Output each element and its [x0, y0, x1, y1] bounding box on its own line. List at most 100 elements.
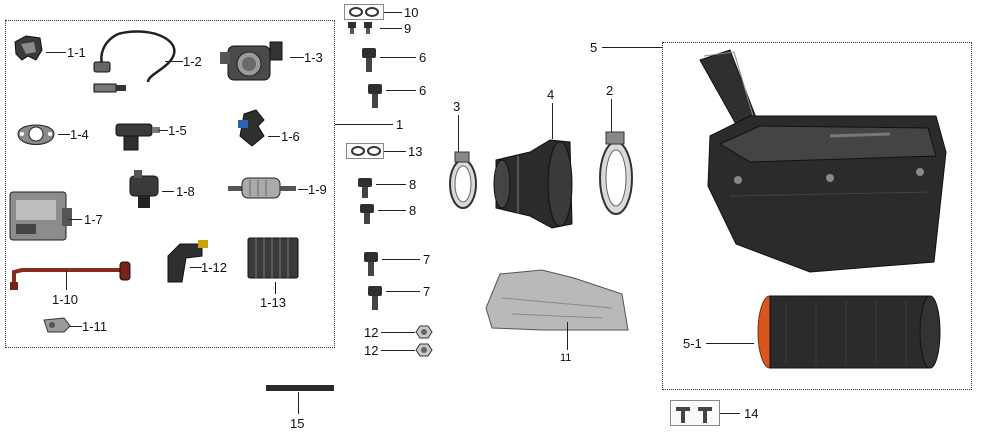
callout-15: 15 [290, 416, 305, 431]
callout-13: 13 [408, 144, 423, 159]
rectifier-icon [247, 237, 299, 279]
callout-14: 14 [744, 406, 759, 421]
leader-3 [458, 115, 460, 153]
leader-14 [720, 413, 740, 415]
throttle-body-icon [220, 41, 283, 81]
callout-1-10: 1-10 [52, 292, 79, 307]
clip-pair-box-14 [670, 400, 720, 426]
leader-15 [298, 392, 300, 414]
callout-1-4: 1-4 [70, 127, 89, 142]
callout-3: 3 [453, 99, 461, 114]
leader-1-3 [290, 57, 304, 59]
callout-1-2: 1-2 [183, 54, 202, 69]
elbow-fitting-icon [167, 240, 208, 283]
leader-1-10 [66, 270, 68, 290]
hose-clamp-icon [599, 131, 633, 215]
hose-clamp-icon [449, 151, 477, 209]
leader-1-6 [268, 136, 280, 138]
bolt-icon [368, 84, 382, 108]
callout-2: 2 [606, 83, 614, 98]
leader-8b [378, 210, 406, 212]
group-1-box [5, 20, 335, 348]
leader-7a [382, 259, 420, 261]
callout-1-9: 1-9 [308, 182, 327, 197]
leader-9 [380, 28, 402, 30]
leader-12a [381, 332, 415, 334]
air-filter-icon [757, 295, 941, 369]
group-5-box [662, 42, 972, 390]
leader-1-2 [165, 61, 183, 63]
ecu-icon [9, 191, 72, 241]
leader-2 [611, 99, 613, 133]
clip-icon [676, 407, 712, 423]
map-sensor-icon [238, 109, 265, 147]
callout-5-1: 5-1 [683, 336, 702, 351]
callout-7b: 7 [423, 284, 431, 299]
callout-12a: 12 [364, 325, 379, 340]
leader-1-7 [68, 219, 82, 221]
heat-shield-icon [485, 269, 629, 331]
callout-9: 9 [404, 21, 412, 36]
leader-6a [380, 57, 416, 59]
bolt-icon [364, 252, 378, 276]
bolt-icon [368, 286, 382, 310]
clip-icon [43, 317, 71, 333]
rubber-strip-icon [266, 385, 334, 391]
bracket-icon [14, 35, 43, 61]
washer-icon [349, 7, 379, 17]
nut-icon [415, 325, 433, 339]
leader-1-5 [158, 130, 168, 132]
callout-8a: 8 [409, 177, 417, 192]
callout-1-6: 1-6 [281, 129, 300, 144]
leader-4 [552, 103, 554, 139]
callout-7a: 7 [423, 252, 431, 267]
leader-1-12 [190, 267, 202, 269]
ignition-cable-icon [10, 261, 131, 290]
leader-12b [381, 350, 415, 352]
callout-11: 11 [560, 352, 572, 364]
leader-1-9 [298, 189, 308, 191]
callout-1: 1 [396, 117, 404, 132]
callout-1-7: 1-7 [84, 212, 103, 227]
bolt-icon [358, 178, 372, 198]
leader-1 [335, 124, 393, 126]
oxygen-sensor-icon [93, 30, 176, 93]
leader-1-13 [275, 282, 277, 294]
callout-12b: 12 [364, 343, 379, 358]
sensor-icon [129, 170, 159, 208]
leader-6b [386, 90, 416, 92]
air-box-icon [699, 49, 947, 273]
fuel-filter-icon [228, 177, 296, 199]
washer-icon [351, 146, 381, 156]
callout-1-11: 1-11 [82, 319, 108, 334]
leader-1-11 [70, 326, 82, 328]
leader-1-8 [162, 191, 174, 193]
callout-6a: 6 [419, 50, 427, 65]
fuel-injector-icon [115, 123, 160, 151]
callout-6b: 6 [419, 83, 427, 98]
callout-8b: 8 [409, 203, 417, 218]
callout-5: 5 [590, 40, 598, 55]
bolt-icon [360, 204, 374, 224]
bolt-icon [362, 48, 376, 72]
callout-1-8: 1-8 [176, 184, 195, 199]
callout-1-12: 1-12 [201, 260, 228, 275]
leader-1-4 [58, 134, 70, 136]
intake-boot-icon [493, 139, 573, 229]
leader-1-1 [46, 52, 66, 54]
callout-1-3: 1-3 [304, 50, 323, 65]
leader-8a [376, 184, 406, 186]
leader-13 [384, 151, 406, 153]
leader-11 [567, 322, 569, 350]
gasket-icon [17, 124, 55, 145]
leader-5-1 [706, 343, 754, 345]
callout-1-13: 1-13 [260, 295, 287, 310]
nut-icon [415, 343, 433, 357]
bolt-icon [348, 22, 372, 34]
leader-7b [386, 291, 420, 293]
leader-10 [384, 12, 402, 14]
callout-1-5: 1-5 [168, 123, 187, 138]
callout-4: 4 [547, 87, 555, 102]
leader-5 [602, 47, 662, 49]
callout-1-1: 1-1 [67, 45, 86, 60]
